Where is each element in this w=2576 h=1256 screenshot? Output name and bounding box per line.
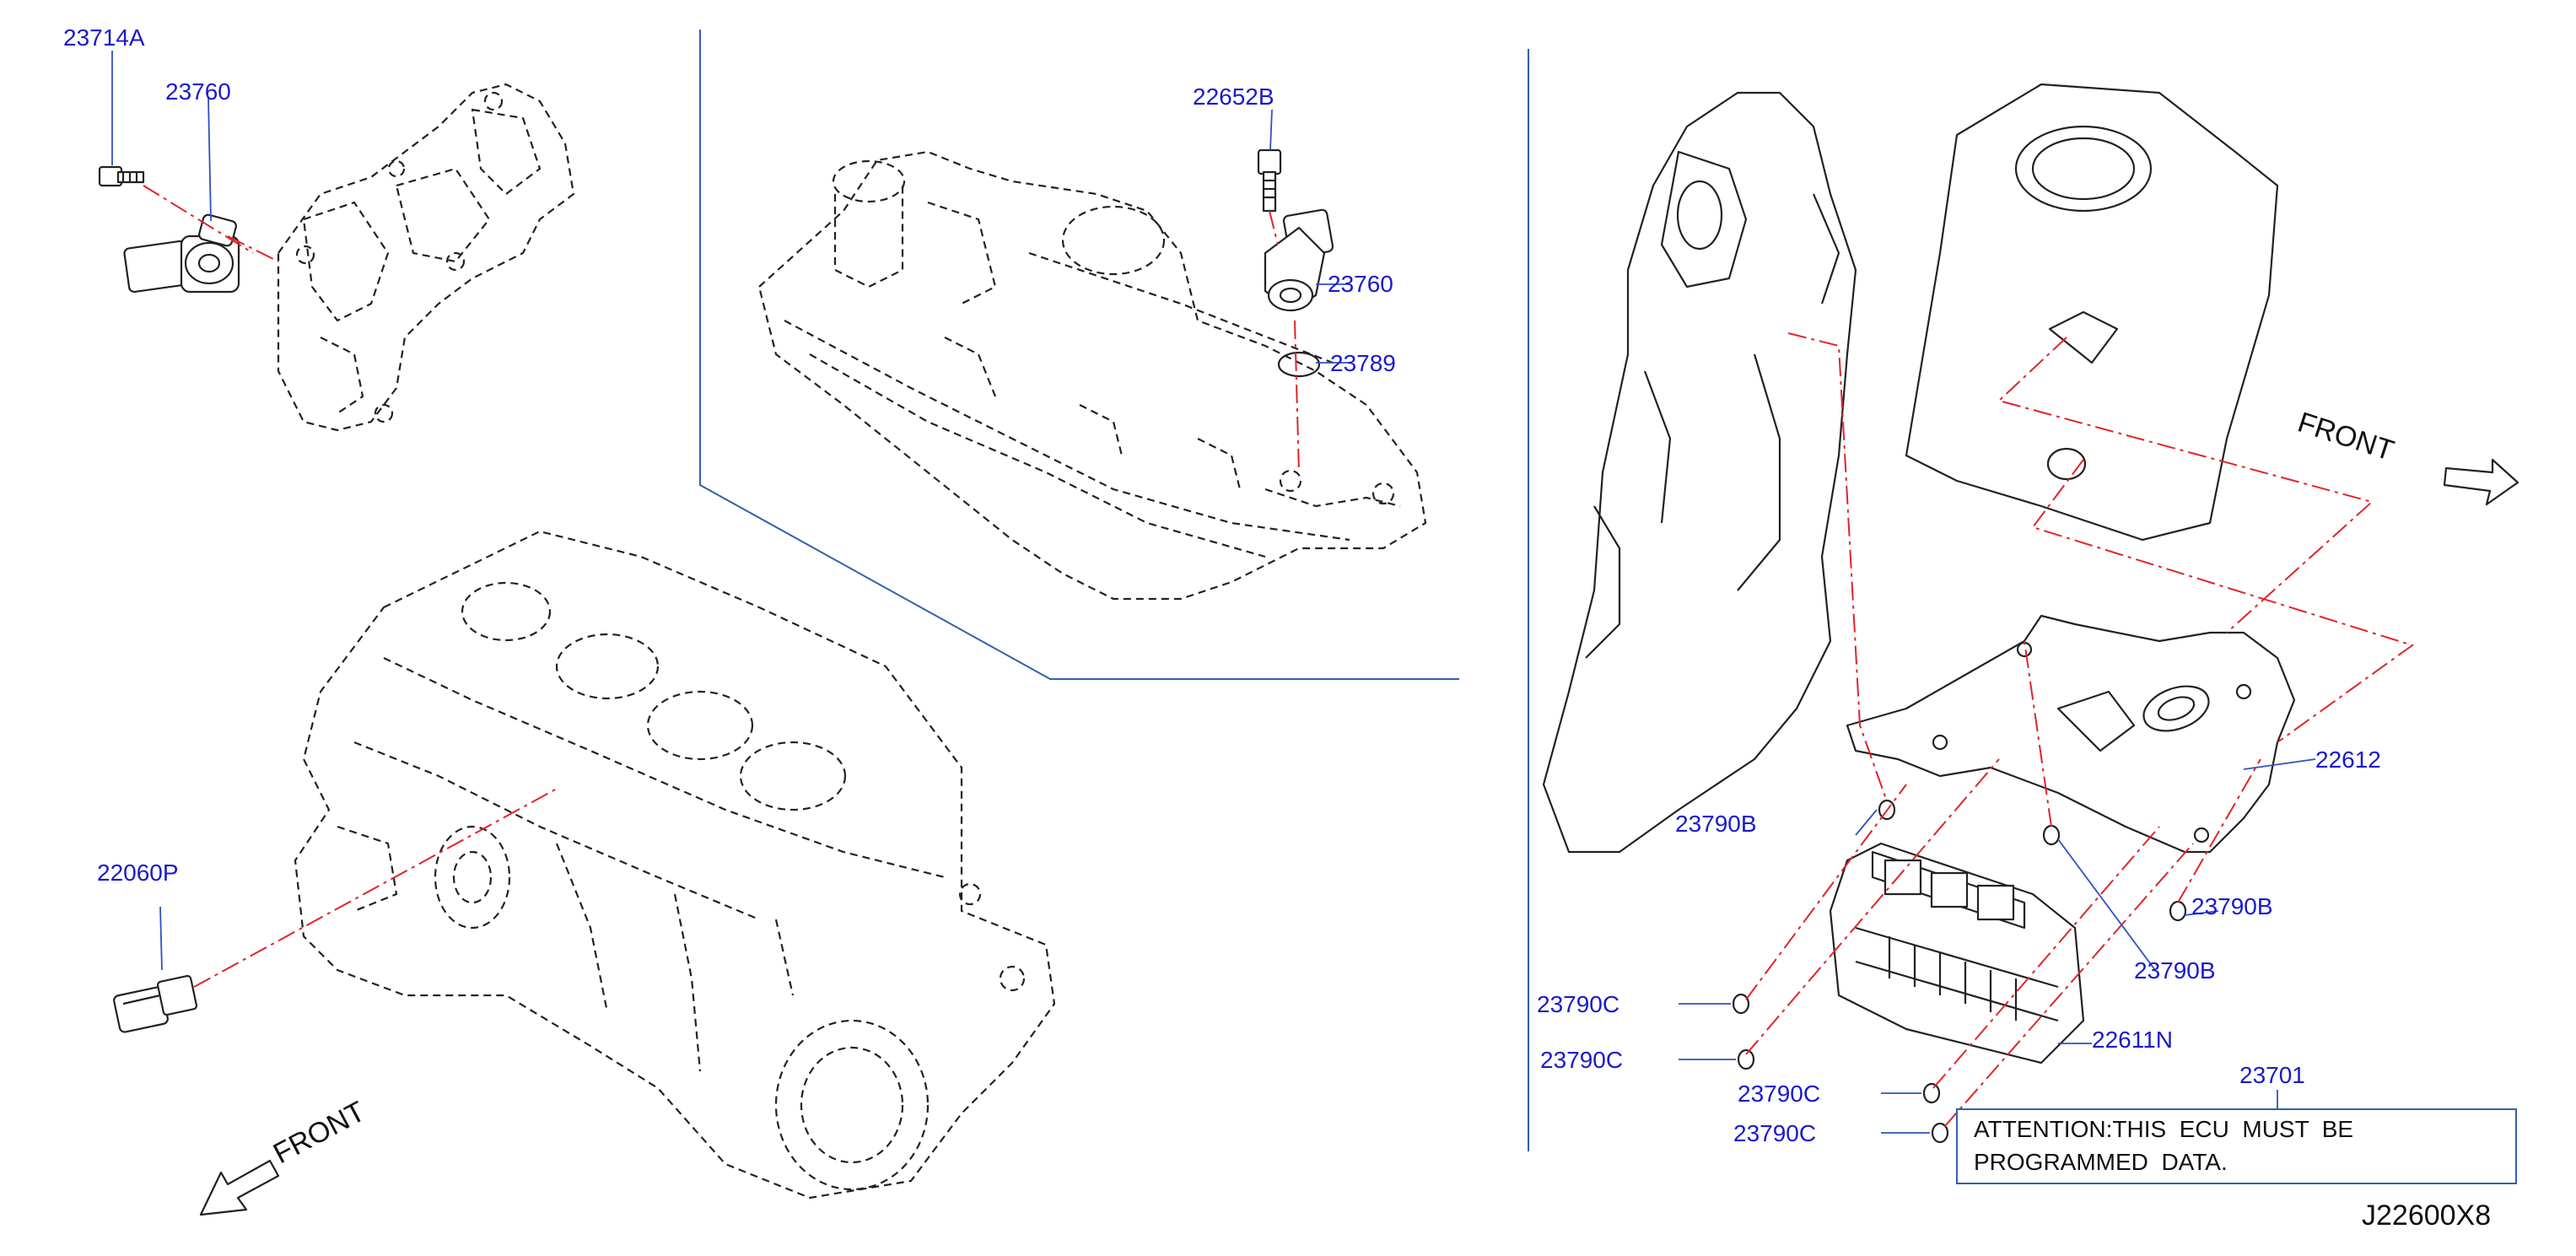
cylinder-head-drawing [757,150,1427,601]
cylinder-block-drawing [294,530,1056,1199]
label-bolt-center[interactable]: 22652B [1193,84,1275,110]
label-o-ring[interactable]: 23789 [1330,350,1396,376]
label-nut-c-3[interactable]: 23790C [1738,1081,1820,1107]
label-knock-sensor[interactable]: 22060P [97,860,179,886]
firewall-drawing [1542,91,1857,854]
front-arrow-upper-right [2443,458,2519,506]
front-label-lower-left: FRONT [268,1096,370,1171]
ecu-drawing [1829,842,2085,1065]
label-bolt-top-left[interactable]: 23714A [63,24,145,51]
note-box [1956,1108,2517,1184]
label-cam-sensor-top-left[interactable]: 23760 [165,78,231,105]
cam-sensor-top-left-drawing [123,213,240,294]
centerlines-center [1269,210,1300,473]
label-nut-b-right-lower[interactable]: 23790B [2134,957,2216,984]
bolt-top-left-drawing [98,165,145,187]
label-ecu[interactable]: 22611N [2092,1027,2173,1053]
label-note-ref[interactable]: 23701 [2239,1062,2305,1088]
centerlines-right [1745,332,2415,1128]
label-cam-sensor-center[interactable]: 23760 [1328,271,1393,297]
bolt-center-drawing [1257,148,1282,213]
label-ecu-bracket[interactable]: 22612 [2315,747,2381,773]
label-nut-c-2[interactable]: 23790C [1540,1047,1623,1073]
ecu-programming-note: ATTENTION:THIS ECU MUST BE PROGRAMMED DA… [1956,1108,2517,1184]
o-ring-drawing [1277,351,1321,378]
cam-sensor-center-drawing [1264,208,1334,312]
leader-lines [111,51,2316,1134]
label-nut-b-right-upper[interactable]: 23790B [2191,893,2273,919]
panel-dividers [699,30,1529,1151]
front-label-upper-right: FRONT [2294,406,2398,466]
strut-tower-drawing [1905,83,2279,542]
front-arrow-lower-left [199,1159,280,1216]
label-nut-c-1[interactable]: 23790C [1537,991,1619,1017]
timing-cover-drawing [277,83,575,432]
diagram-code: J22600X8 [2362,1199,2491,1232]
knock-sensor-drawing [113,974,198,1033]
label-nut-c-4[interactable]: 23790C [1733,1120,1816,1146]
note-line-2: PROGRAMMED DATA. [1974,1149,2228,1175]
part-labels: 23714A 23760 22652B 23760 23789 22060P 2… [63,24,2381,1146]
note-line-1: ATTENTION:THIS ECU MUST BE [1974,1116,2353,1142]
centerlines-top-left [143,185,279,262]
centerline-knock [193,788,558,988]
label-nut-b-left[interactable]: 23790B [1675,811,1757,837]
